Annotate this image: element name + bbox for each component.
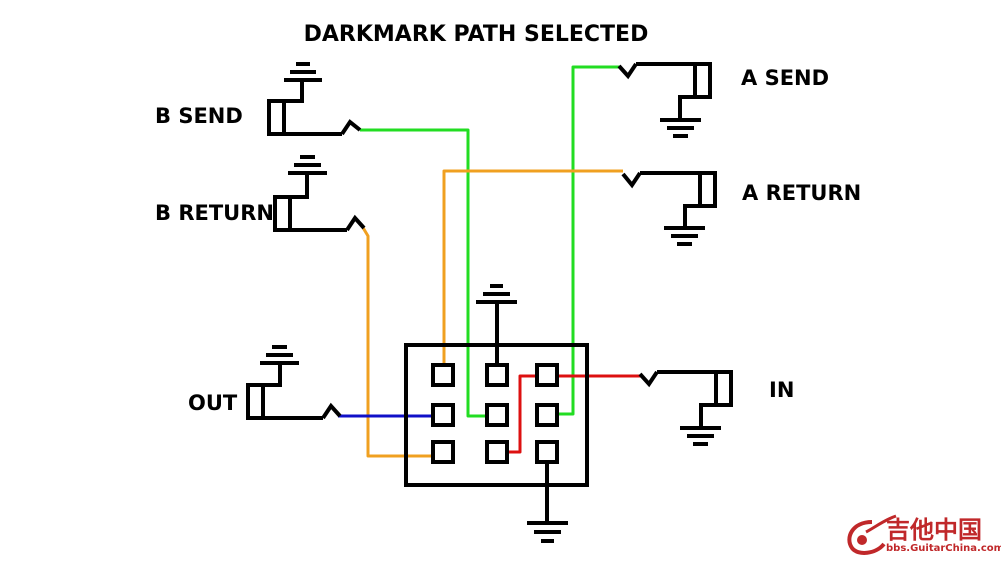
watermark-en: bbs.GuitarChina.com [886,543,1001,554]
label-a-send: A SEND [741,66,829,90]
switch-lug [535,440,559,464]
ground-symbol-switch-bottom [527,462,568,543]
ground-symbol-switch-top [476,284,517,365]
wire-red-in [508,374,643,454]
jack-b-return [273,155,366,232]
wire-orange-b-return [360,225,432,458]
switch-lug [485,440,509,464]
switch-lug [535,363,559,387]
switch-lug [485,363,509,387]
switch-lug [431,403,455,427]
label-in: IN [769,378,794,402]
wire-orange-a-return [442,169,623,372]
switch-9-lug [404,343,589,487]
wire-green-a-send [553,65,620,416]
label-out: OUT [188,391,238,415]
jack-b-send [267,62,362,136]
switch-lug [485,403,509,427]
jack-a-return [621,171,717,246]
guitar-logo-icon [847,514,897,555]
switch-lug [431,363,455,387]
label-b-send: B SEND [155,104,243,128]
switch-lug [431,440,455,464]
watermark: 吉他中国 bbs.GuitarChina.com [847,514,1001,555]
label-a-return: A RETURN [742,181,861,205]
switch-lug [535,403,559,427]
jack-out [246,345,342,420]
jack-a-send [617,62,712,138]
wire-green-b-send [360,128,492,418]
jack-in [638,370,733,446]
label-b-return: B RETURN [155,201,274,225]
watermark-cn: 吉他中国 [886,516,982,544]
diagram-title: DARKMARK PATH SELECTED [304,22,649,47]
wires [338,65,643,458]
